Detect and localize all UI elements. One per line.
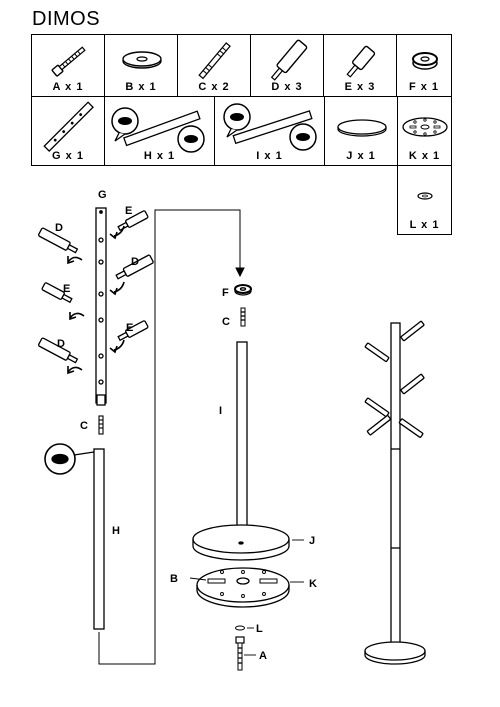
part-label-d: D x 3 [271, 81, 303, 93]
callout-d-1: D [55, 222, 63, 234]
part-cell-k: K x 1 [397, 96, 452, 166]
bottom-pole-icon [223, 103, 317, 151]
callout-e-1: E [125, 205, 132, 217]
washer-icon [122, 51, 162, 69]
part-label-b: B x 1 [125, 81, 157, 93]
part-label-j: J x 1 [346, 150, 376, 162]
callout-b: B [170, 573, 178, 585]
middle-pole-icon [111, 107, 205, 153]
part-label-f: F x 1 [408, 81, 440, 93]
part-label-k: K x 1 [408, 150, 441, 162]
callout-k: K [309, 578, 317, 590]
part-label-i: I x 1 [256, 150, 283, 162]
part-label-e: E x 3 [344, 81, 376, 93]
bottom-assembly [192, 284, 290, 671]
callout-h: H [112, 525, 120, 537]
cap-icon [412, 52, 438, 70]
leader-lines [189, 539, 304, 656]
callout-c-2: C [222, 316, 230, 328]
callout-e-3: E [126, 322, 133, 334]
arrow-down-icon [235, 267, 245, 278]
small-washer-icon [417, 192, 433, 200]
callout-j: J [309, 535, 315, 547]
callout-l: L [256, 623, 263, 635]
document-title: DIMOS [32, 8, 101, 30]
callout-d-2: D [131, 256, 139, 268]
callout-i: I [219, 405, 222, 417]
part-cell-g: G x 1 [31, 96, 105, 166]
callout-c-1: C [80, 420, 88, 432]
callout-f: F [222, 287, 229, 299]
long-hook-icon [270, 39, 308, 81]
bolt-icon [51, 46, 86, 77]
part-cell-i: I x 1 [214, 96, 325, 166]
top-pole-icon [43, 101, 94, 152]
part-label-a: A x 1 [52, 81, 84, 93]
rotation-arrows [67, 225, 125, 375]
short-hook-icon [346, 45, 376, 78]
top-pole-assembly [37, 207, 154, 406]
part-cell-h: H x 1 [104, 96, 215, 166]
part-cell-l: L x 1 [397, 165, 452, 235]
assembled-coat-rack [364, 320, 426, 665]
part-label-h: H x 1 [143, 150, 176, 162]
middle-pole-h [44, 443, 105, 630]
connector-line [98, 209, 241, 665]
callout-g: G [98, 189, 107, 201]
part-cell-d: D x 3 [250, 34, 324, 97]
threaded-rod-icon [198, 42, 231, 80]
callout-e-2: E [63, 283, 70, 295]
callout-a: A [259, 650, 267, 662]
connector-c-step1 [98, 415, 104, 435]
base-plate-icon [402, 117, 448, 137]
base-disc-icon [337, 119, 387, 137]
callout-d-3: D [57, 338, 65, 350]
part-label-c: C x 2 [198, 81, 230, 93]
part-label-l: L x 1 [409, 219, 440, 231]
part-label-g: G x 1 [52, 150, 84, 162]
